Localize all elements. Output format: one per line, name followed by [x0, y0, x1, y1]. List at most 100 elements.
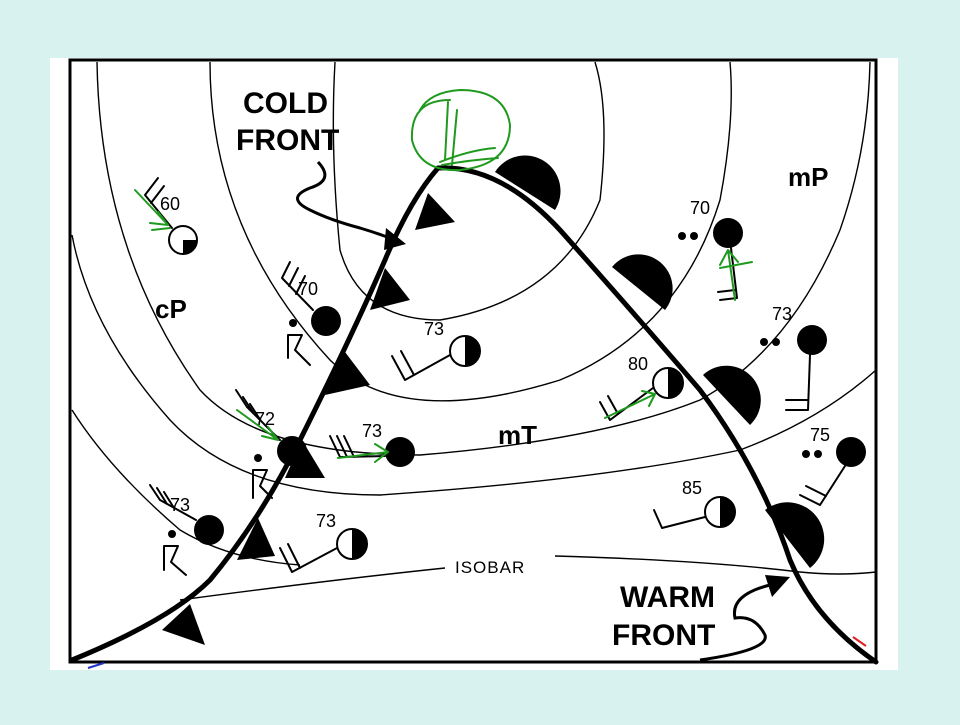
cold-front-arrow — [296, 160, 396, 242]
station-circle — [311, 306, 341, 336]
station-circle — [836, 437, 866, 467]
station-73-south: 73 — [279, 511, 368, 573]
cold-front-triangle — [162, 604, 205, 645]
weather-symbol — [168, 530, 176, 538]
station-cloud-fill — [720, 497, 735, 527]
wind-barb — [281, 261, 314, 311]
warm-front-arrow — [699, 583, 771, 662]
station-temp: 70 — [298, 279, 318, 299]
station-temp: 75 — [810, 425, 830, 445]
air-mass-cP: cP — [155, 294, 187, 324]
thunderstorm-symbol — [252, 469, 273, 499]
green-arrow — [236, 409, 279, 441]
air-mass-mP: mP — [788, 162, 828, 192]
station-temp: 73 — [424, 319, 444, 339]
weather-dot — [760, 338, 768, 346]
wind-barb — [279, 543, 338, 573]
isobar-5 — [71, 409, 301, 566]
station-temp: 70 — [690, 198, 710, 218]
station-temp: 85 — [682, 478, 702, 498]
station-temp: 73 — [170, 495, 190, 515]
green-annotations — [134, 89, 753, 463]
station-temp: 60 — [160, 194, 180, 214]
warm-front-bulge — [612, 254, 673, 310]
isobars — [71, 61, 877, 601]
green-scribble — [439, 101, 499, 166]
air-mass-mT: mT — [498, 420, 537, 450]
warm-front-arrowhead — [765, 575, 790, 597]
station-cloud-fill — [465, 336, 480, 366]
warm-front-label-line2: FRONT — [612, 619, 715, 652]
wind-barb — [785, 354, 811, 411]
station-temp: 73 — [316, 511, 336, 531]
blue-mark — [87, 662, 105, 669]
station-72: 72 — [235, 389, 307, 499]
weather-dot — [802, 450, 810, 458]
wind-barb — [653, 509, 706, 529]
green-arrow — [604, 390, 656, 419]
station-73-east: 73 — [760, 304, 827, 411]
station-temp: 73 — [362, 421, 382, 441]
cold-front-triangle — [325, 352, 370, 395]
cold-front-arrowhead — [384, 228, 406, 250]
station-circle — [277, 436, 307, 466]
wind-barb — [235, 389, 281, 441]
warm-front-bulge — [495, 155, 561, 210]
warm-front-bulge — [703, 365, 761, 425]
station-cloud-fill — [352, 529, 367, 559]
green-arrow — [719, 249, 753, 301]
station-60: 60 — [144, 177, 198, 255]
wind-barb — [149, 484, 197, 521]
station-temp: 73 — [772, 304, 792, 324]
station-circle — [797, 325, 827, 355]
isobar-label: ISOBAR — [455, 558, 525, 577]
cold-front-triangle — [370, 268, 410, 310]
station-70-west: 70 — [281, 261, 341, 366]
station-73-center: 73 — [391, 319, 481, 381]
isobar-1 — [332, 61, 605, 321]
weather-dot — [690, 232, 698, 240]
green-arrow — [337, 443, 389, 463]
isobar-7 — [554, 555, 877, 575]
wind-barb — [329, 435, 386, 458]
isobar-2 — [209, 61, 732, 402]
cold-front-label-line1: COLD — [243, 87, 328, 120]
warm-front-bulge — [765, 502, 825, 568]
station-73-mT: 73 — [329, 421, 415, 467]
station-circle — [713, 218, 743, 248]
weather-symbol — [254, 454, 262, 462]
station-temp: 72 — [255, 409, 275, 429]
station-85: 85 — [653, 478, 736, 529]
wind-barb — [391, 350, 451, 381]
weather-symbol — [289, 319, 297, 327]
isobar-6 — [179, 567, 446, 601]
thunderstorm-symbol — [163, 545, 187, 576]
warm-front — [435, 155, 879, 665]
warm-front-line — [435, 165, 879, 665]
station-circle — [194, 515, 224, 545]
green-arrow — [134, 189, 171, 231]
station-75: 75 — [799, 425, 866, 506]
station-circle — [385, 437, 415, 467]
weather-dot — [678, 232, 686, 240]
weather-dot — [772, 338, 780, 346]
cold-front-triangle — [415, 193, 455, 230]
cold-front-label-line2: FRONT — [236, 124, 339, 157]
station-cloud-fill — [183, 240, 197, 254]
red-mark — [852, 636, 867, 647]
weather-dot — [814, 450, 822, 458]
wind-barb — [799, 465, 846, 506]
isobar-4 — [71, 234, 877, 496]
map-frame — [68, 58, 878, 664]
warm-front-label-line1: WARM — [620, 581, 715, 614]
cold-front-triangle — [237, 518, 275, 560]
isobar-3 — [96, 61, 871, 456]
station-73-southwest: 73 — [149, 484, 224, 576]
station-cloud-fill — [668, 368, 683, 398]
cold-front-triangle — [285, 440, 325, 478]
station-80: 80 — [599, 354, 684, 421]
station-temp: 80 — [628, 354, 648, 374]
thunderstorm-symbol — [287, 334, 311, 366]
